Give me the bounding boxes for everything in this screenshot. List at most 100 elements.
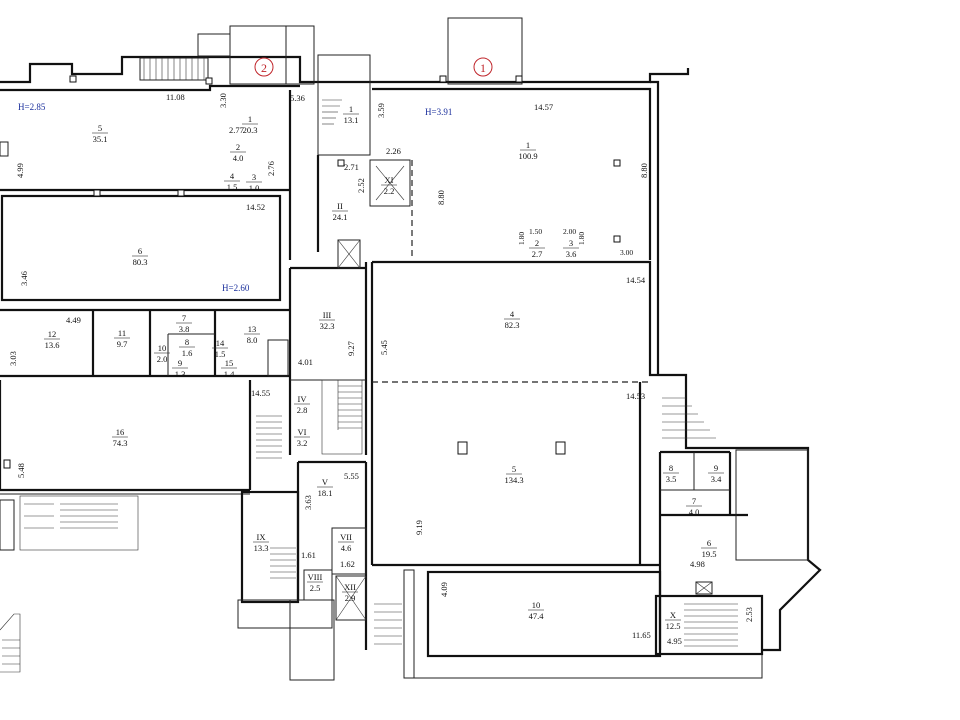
room-label: 24.0: [230, 142, 246, 163]
room-area: 35.1: [93, 134, 108, 144]
room-label: 93.4: [708, 463, 724, 484]
room-number: 9: [714, 463, 718, 473]
room-area: 1.5: [215, 349, 226, 359]
room-area: 4.0: [689, 507, 700, 517]
dim-label: 11.08: [166, 92, 185, 102]
room-area: 13.1: [344, 115, 359, 125]
room-area: 2.0: [157, 354, 168, 364]
room-area: 13.6: [45, 340, 60, 350]
dim-label: 3.03: [8, 351, 18, 366]
dim-label: 3.46: [19, 271, 29, 286]
room-label: IV2.8: [294, 394, 310, 415]
svg-text:1: 1: [480, 61, 486, 75]
dim-label: 5.45: [379, 340, 389, 355]
dim-label: 2.53: [744, 607, 754, 622]
room-number: V: [322, 477, 329, 487]
dim-label: 1.50: [529, 227, 542, 236]
dim-label: 1.80: [517, 232, 526, 245]
dim-label: 4.49: [66, 315, 81, 325]
room-area: 2.9: [345, 593, 356, 603]
dim-label: 1.62: [340, 559, 355, 569]
room-area: 13.3: [254, 543, 269, 553]
stairs: [0, 58, 738, 673]
room-area: 1.3: [175, 369, 186, 379]
room-number: XII: [344, 582, 356, 592]
room-area: 100.9: [518, 151, 537, 161]
room-area: 18.1: [318, 488, 333, 498]
room-label: 73.8: [176, 313, 192, 334]
room-number: 5: [512, 464, 516, 474]
room-label: 619.5: [701, 538, 717, 559]
dim-label: 2.76: [266, 161, 276, 176]
room-number: 10: [158, 343, 167, 353]
room-number: X: [670, 610, 676, 620]
room-number: 1: [248, 114, 252, 124]
dim-label: 9.27: [346, 341, 356, 356]
room-area: 3.2: [297, 438, 308, 448]
dim-label: 2.00: [563, 227, 576, 236]
room-number: 14: [216, 338, 225, 348]
room-area: 1.4: [224, 369, 235, 379]
columns: [3, 75, 621, 469]
room-label: 680.3: [132, 246, 148, 267]
height-left: H=2.85: [18, 102, 46, 112]
room-label: 482.3: [504, 309, 520, 330]
room-number: 7: [692, 496, 696, 506]
lift-shafts: [335, 159, 713, 621]
room-number: 6: [707, 538, 711, 548]
room-number: IV: [298, 394, 308, 404]
room-label: 41.5: [224, 171, 240, 192]
dim-label: 8.80: [436, 190, 446, 205]
room-number: II: [337, 201, 343, 211]
room-label: 22.7: [529, 238, 545, 259]
room-area: 3.4: [711, 474, 722, 484]
dim-label: 1.61: [301, 550, 316, 560]
dim-label: 3.30: [218, 93, 228, 108]
dim-label: 14.53: [626, 391, 645, 401]
dim-label: 1.80: [577, 232, 586, 245]
room-label: V18.1: [317, 477, 333, 498]
dimensions: 11.08 3.30 5.36 3.59 14.57 2.77 2.76 4.9…: [8, 92, 754, 646]
room-number: 10: [532, 600, 541, 610]
room-area: 2.5: [310, 583, 321, 593]
room-number: 9: [178, 358, 182, 368]
room-area: 82.3: [505, 320, 520, 330]
room-number: 4: [230, 171, 235, 181]
room-label: 33.6: [563, 238, 579, 259]
room-label: 113.1: [343, 104, 359, 125]
room-number: 3: [252, 172, 256, 182]
room-number: XI: [385, 175, 394, 185]
room-area: 24.1: [333, 212, 348, 222]
room-area: 19.5: [702, 549, 717, 559]
walls: [0, 17, 822, 681]
room-number: 13: [248, 324, 257, 334]
room-label: 151.4: [221, 358, 237, 379]
dim-label: 14.55: [251, 388, 270, 398]
svg-text:2: 2: [261, 61, 267, 75]
room-area: 134.3: [504, 475, 523, 485]
room-number: 12: [48, 329, 57, 339]
room-number: 2: [236, 142, 240, 152]
room-number: VII: [340, 532, 352, 542]
room-number: 7: [182, 313, 186, 323]
room-number: VIII: [308, 572, 323, 582]
axis-marker-2: 2: [254, 57, 274, 77]
room-area: 47.4: [529, 611, 545, 621]
dim-label: 5.36: [290, 93, 305, 103]
room-number: 8: [185, 337, 189, 347]
room-number: 1: [526, 140, 530, 150]
room-area: 3.5: [666, 474, 677, 484]
dim-label: 2.26: [386, 146, 401, 156]
room-label: 31.0: [246, 172, 262, 193]
room-number: 3: [569, 238, 573, 248]
room-number: 11: [118, 328, 126, 338]
dim-label: 5.55: [344, 471, 359, 481]
room-area: 4.0: [233, 153, 244, 163]
room-label: 91.3: [172, 358, 188, 379]
